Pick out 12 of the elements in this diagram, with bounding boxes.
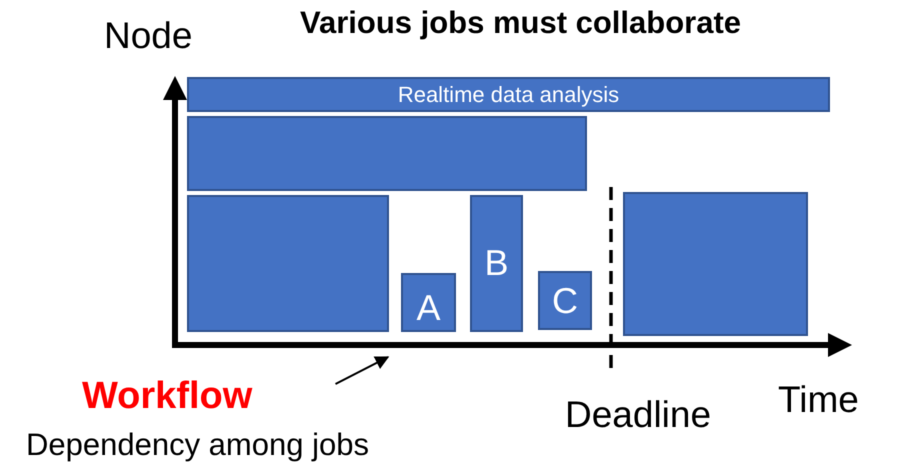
job-label: A	[416, 290, 440, 326]
job-label: Realtime data analysis	[398, 84, 620, 106]
job-label: B	[484, 245, 508, 281]
axis-label: Node	[104, 14, 192, 58]
leader-arrow	[335, 356, 390, 385]
annotation-text: Dependency among jobs	[26, 428, 369, 462]
axis-label: Time	[778, 378, 859, 422]
title: Various jobs must collaborate	[300, 4, 742, 42]
job-label: C	[552, 282, 578, 318]
axes-drawing	[163, 76, 852, 357]
deadline-label: Deadline	[565, 393, 712, 437]
workflow-heading: Workflow	[82, 376, 252, 418]
